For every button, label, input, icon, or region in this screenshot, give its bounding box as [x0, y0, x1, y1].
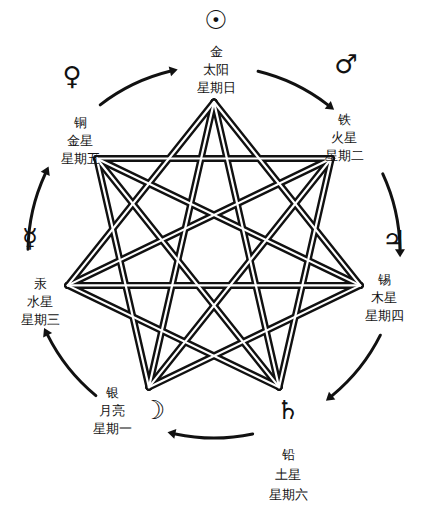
label-text: 铜	[74, 116, 87, 130]
planet-symbol: ♀	[62, 63, 81, 89]
star-band	[97, 158, 279, 387]
label-text: 星期一	[93, 422, 132, 436]
label-text: 铅	[282, 448, 295, 462]
planet-symbol: ☿	[22, 225, 38, 251]
star-band	[97, 158, 361, 285]
arrow-head	[43, 328, 52, 337]
star-band	[149, 285, 360, 387]
label-text: 星期日	[197, 81, 236, 95]
star-band	[68, 285, 279, 387]
arrow-head	[326, 392, 335, 401]
star-band	[149, 102, 214, 387]
label-text: 月亮	[99, 404, 125, 418]
star-band	[97, 158, 361, 285]
arrow-head	[325, 101, 334, 110]
star-band	[214, 102, 279, 387]
star-band	[68, 285, 279, 387]
swoosh-arrow	[258, 71, 328, 105]
star-band	[68, 158, 332, 285]
swoosh-arrow	[175, 434, 252, 438]
planet-symbol: ♄	[276, 397, 299, 423]
label-text: 金	[210, 45, 223, 59]
swoosh-arrow	[332, 335, 380, 395]
star-band	[97, 155, 332, 162]
label-text: 星期五	[61, 152, 100, 166]
label-text: 星期三	[21, 313, 60, 327]
arrow-head	[169, 66, 178, 76]
label-text: 星期四	[365, 309, 404, 323]
swoosh-arrow	[100, 71, 170, 105]
star-band	[97, 157, 332, 159]
star-band	[149, 158, 331, 387]
label-text: 土星	[275, 468, 301, 482]
label-text: 木星	[371, 291, 397, 305]
star-band	[68, 158, 332, 285]
planet-symbol: ♂	[334, 51, 357, 77]
label-text: 铁	[338, 113, 351, 127]
label-text: 锡	[378, 273, 391, 287]
label-text: 银	[106, 386, 119, 400]
label-text: 星期六	[269, 488, 308, 502]
star-band	[97, 158, 279, 387]
planet-symbol: ☽	[142, 397, 165, 423]
arrow-head	[168, 429, 177, 439]
label-text: 星期二	[325, 149, 364, 163]
label-text: 金星	[67, 134, 93, 148]
label-text: 太阳	[203, 63, 229, 77]
star-band	[68, 284, 360, 286]
label-text: 汞	[34, 277, 47, 291]
label-text: 火星	[331, 131, 357, 145]
planet-symbol: ♃	[382, 227, 405, 253]
star-band	[68, 282, 360, 289]
planet-symbol: ☉	[204, 7, 227, 33]
label-text: 水星	[27, 295, 53, 309]
arrow-head	[41, 167, 50, 176]
swoosh-arrow	[48, 335, 96, 395]
